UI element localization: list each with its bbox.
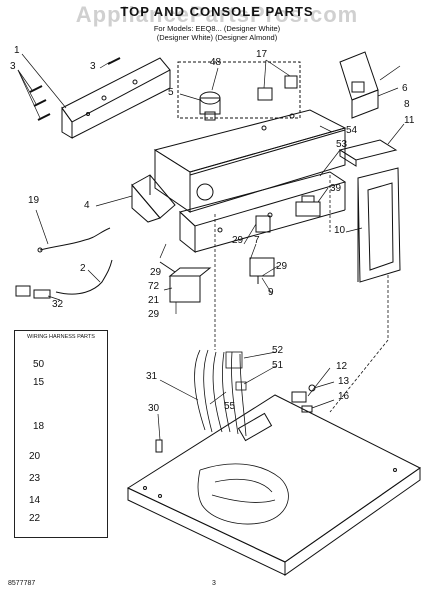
callout-8: 8 [404,99,410,110]
callout-1: 1 [14,45,20,56]
part-rear-bracket [61,57,171,139]
callout-29d: 29 [148,309,160,320]
callout-10: 10 [334,225,346,236]
part-timer [199,91,221,121]
callout-32: 32 [52,299,64,310]
callout-9: 9 [268,287,274,298]
diagram-title: TOP AND CONSOLE PARTS [120,4,314,19]
part-wiring-harness [194,349,289,525]
part-12-13-16 [291,384,316,413]
callout-5: 5 [168,87,174,98]
leader-lines [214,175,389,413]
harness-item-22: 22 [29,513,41,524]
callout-12: 12 [336,361,348,372]
callout-55: 55 [224,401,236,412]
part-30 [155,439,163,453]
callout-21: 21 [148,295,160,306]
harness-item-50: 50 [33,359,45,370]
part-39 [295,195,321,217]
harness-item-14: 14 [29,495,41,506]
wiring-harness-parts-box: WIRING HARNESS PARTS 50 15 18 20 23 14 2… [14,330,108,538]
part-11 [338,139,398,167]
part-end-cap [131,174,176,223]
page-number: 3 [212,580,216,587]
callout-17: 17 [256,49,268,60]
harness-item-18: 18 [33,421,45,432]
callout-53: 53 [336,139,348,150]
screws-part-3 [29,57,121,121]
part-side-panel [357,167,401,283]
callout-2: 2 [80,263,86,274]
callout-52: 52 [272,345,284,356]
callout-39: 39 [330,183,342,194]
callout-48: 48 [210,57,222,68]
callout-72: 72 [148,281,160,292]
callout-31: 31 [146,371,158,382]
callout-3b: 3 [90,61,96,72]
callout-4: 4 [84,200,90,211]
harness-box-title: WIRING HARNESS PARTS [27,334,95,340]
callout-11: 11 [404,115,415,126]
callout-16: 16 [338,391,350,402]
callout-54: 54 [346,125,358,136]
callout-29a: 29 [232,235,244,246]
callout-leaders [17,53,405,441]
callout-30: 30 [148,403,160,414]
callout-7: 7 [254,235,260,246]
part-right-end-cap [339,51,379,119]
document-number: 8577787 [8,580,36,587]
part-switch [249,215,275,284]
part-relay [159,261,212,303]
watermark: AppliancePartsPros.com [75,2,359,27]
callout-51: 51 [272,360,284,371]
callout-29c: 29 [276,261,288,272]
part-2-wire [15,259,113,299]
part-19-wire [37,227,111,253]
callout-6: 6 [402,83,408,94]
harness-item-20: 20 [29,451,41,462]
callout-3a: 3 [10,61,16,72]
callout-29b: 29 [150,267,162,278]
callout-19: 19 [28,195,40,206]
diagram-subtitle-2: (Designer White) (Designer Almond) [156,33,278,42]
part-console-panel [153,61,347,213]
harness-item-23: 23 [29,473,41,484]
harness-item-15: 15 [33,377,45,388]
callout-13: 13 [338,376,350,387]
part-base-top [126,394,421,576]
diagram-subtitle-1: For Models: EEQ8... (Designer White) [153,24,281,33]
